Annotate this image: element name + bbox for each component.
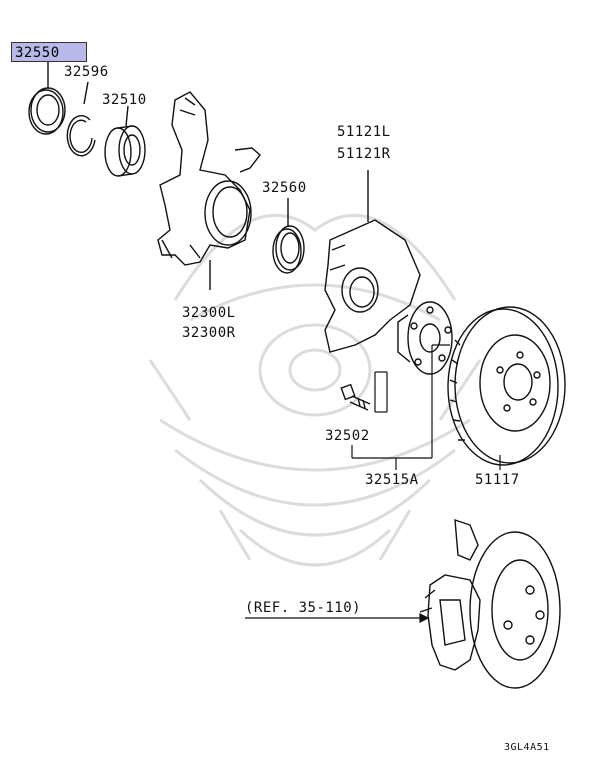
part-label-rotor[interactable]: 51117	[475, 472, 520, 488]
dust-cover-drawing	[324, 170, 421, 353]
part-label-snap-ring[interactable]: 32596	[64, 64, 109, 80]
oil-seal-drawing	[272, 198, 305, 274]
assembly-reference-drawing	[419, 518, 561, 689]
part-label-hub-bolt[interactable]: 32502	[325, 428, 370, 444]
part-label-knuckle-right[interactable]: 32300R	[182, 325, 236, 341]
part-label-hub-assembly[interactable]: 32515A	[365, 472, 419, 488]
diagram-code: 3GL4A51	[504, 742, 550, 753]
hub-seal-drawing	[28, 62, 66, 135]
brake-rotor-drawing	[447, 306, 566, 466]
reference-arrow	[245, 613, 430, 623]
hub-drawing	[397, 301, 453, 375]
part-label-cover-left[interactable]: 51121L	[337, 124, 391, 140]
part-label-oil-seal[interactable]: 32560	[262, 180, 307, 196]
steering-knuckle-drawing	[157, 91, 261, 290]
part-label-cover-right[interactable]: 51121R	[337, 146, 391, 162]
hub-bolt-drawing	[340, 383, 371, 411]
watermark-emblem	[148, 213, 482, 567]
bearing-drawing	[104, 105, 146, 177]
part-label-knuckle-left[interactable]: 32300L	[182, 305, 236, 321]
leader-lines	[351, 344, 501, 470]
reference-label[interactable]: (REF. 35-110)	[245, 600, 362, 616]
snap-ring-drawing	[66, 81, 96, 157]
part-label-bearing[interactable]: 32510	[102, 92, 147, 108]
part-label-hub-seal[interactable]: 32550	[11, 42, 87, 62]
